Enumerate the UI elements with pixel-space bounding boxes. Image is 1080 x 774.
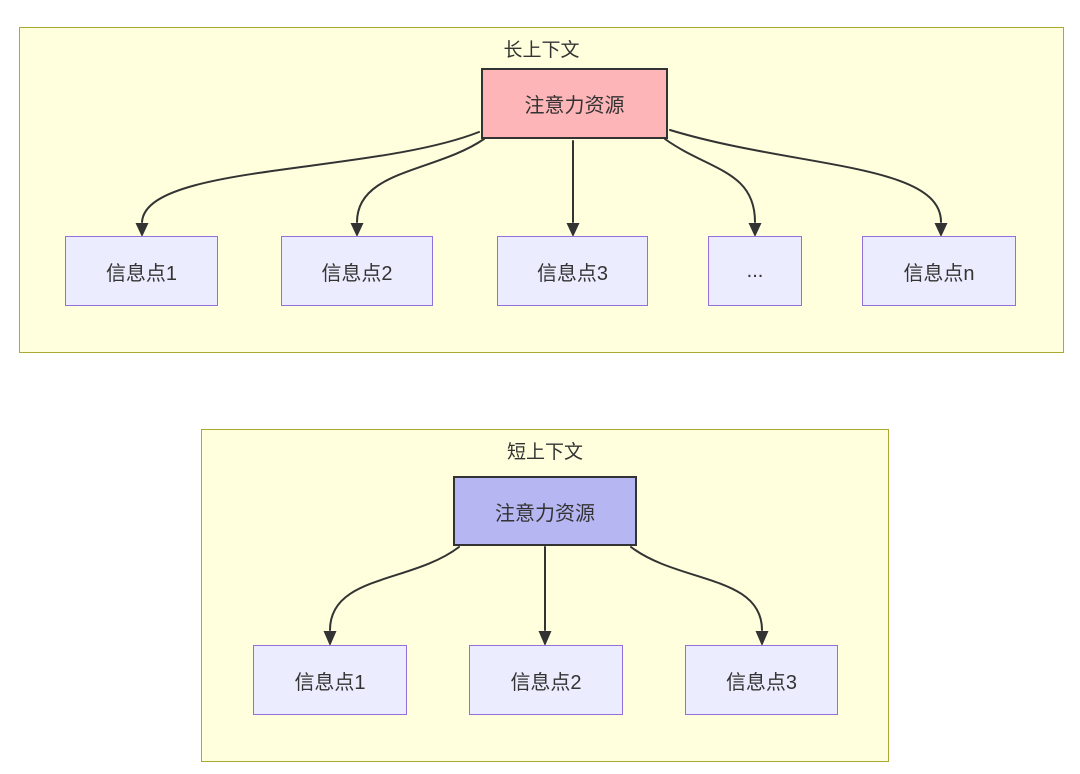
attention-node-long: 注意力资源 [481,68,668,139]
attention-node-short: 注意力资源 [453,476,637,546]
info-node-long-3: 信息点3 [497,236,648,306]
short-context-title: 短上下文 [506,442,583,463]
info-node-long-2: 信息点2 [281,236,433,306]
info-node-short-3: 信息点3 [685,645,838,715]
info-node-long-1: 信息点1 [65,236,218,306]
info-node-long-n: 信息点n [862,236,1016,306]
info-node-long-ellipsis: ... [708,236,802,306]
long-context-title: 长上下文 [503,40,580,61]
info-node-short-1: 信息点1 [253,645,407,715]
info-node-short-2: 信息点2 [469,645,623,715]
